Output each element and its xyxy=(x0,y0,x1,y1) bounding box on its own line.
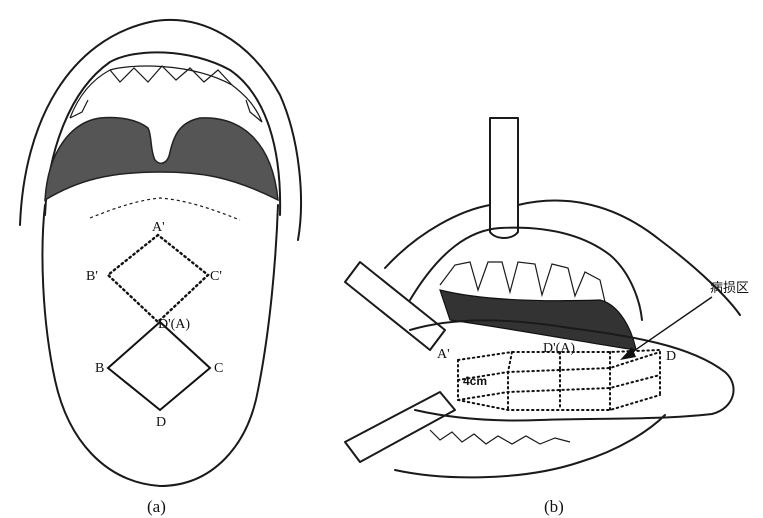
flap-dotted-diamond xyxy=(108,235,208,322)
flap-dotted-box xyxy=(458,350,660,410)
point-d-b: D xyxy=(666,349,676,364)
point-b-prime-a: B' xyxy=(86,269,98,284)
point-c-prime-a: C' xyxy=(210,269,222,284)
lesion-area-label: 病损区 xyxy=(710,281,749,296)
tongue-papillae-line xyxy=(90,198,240,220)
retractor-vertical xyxy=(490,118,518,238)
lower-teeth-b xyxy=(430,430,570,444)
point-c-a: C xyxy=(214,361,223,376)
point-d-a: D xyxy=(156,415,166,430)
caption-a: (a) xyxy=(147,497,166,516)
figure-a: A' B' C' D'(A) B C D (a) xyxy=(20,20,301,516)
upper-lip-b xyxy=(385,201,740,315)
dimension-4cm: 4cm xyxy=(463,374,487,388)
point-a-prime-b: A' xyxy=(437,347,450,362)
figure-b: A' D'(A) D 4cm 病损区 (b) xyxy=(345,118,749,516)
upper-teeth xyxy=(70,66,262,122)
point-a-prime-a: A' xyxy=(152,220,165,235)
retractor-left-lower xyxy=(345,392,455,462)
point-d-prime-a-a: D'(A) xyxy=(158,317,190,332)
point-d-prime-a-b: D'(A) xyxy=(543,341,575,356)
point-b-a: B xyxy=(95,361,104,376)
caption-b: (b) xyxy=(544,497,564,516)
flap-solid-diamond xyxy=(108,322,210,410)
throat-area xyxy=(45,117,278,200)
lower-lip-b xyxy=(395,415,665,477)
tongue-outline xyxy=(42,205,278,486)
retractor-left xyxy=(345,262,445,350)
